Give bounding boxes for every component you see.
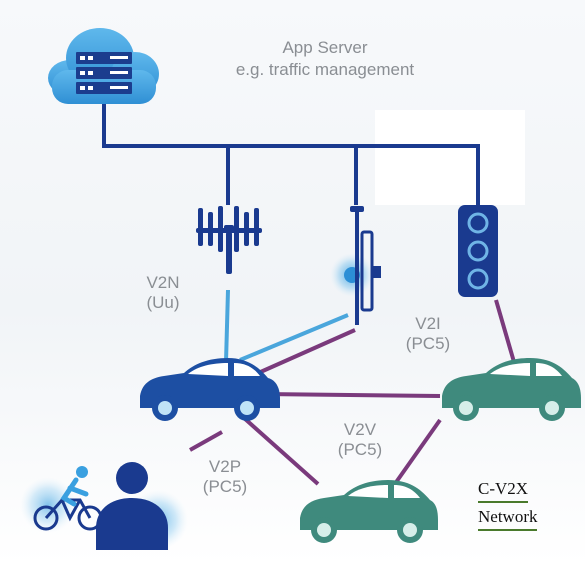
v2i-name: V2I	[415, 314, 441, 333]
v2p-interface: (PC5)	[202, 477, 248, 496]
cloud-server-icon	[48, 28, 159, 104]
roadside-unit-icon	[330, 206, 381, 325]
v2i-label: V2I (PC5)	[398, 314, 458, 354]
cell-tower-icon	[196, 206, 262, 274]
pedestrian-icon	[96, 462, 188, 550]
car-icon	[140, 358, 280, 421]
car-icon	[300, 480, 438, 543]
server-title: App Server	[282, 38, 368, 57]
network-caption: C-V2X Network	[474, 478, 574, 531]
v2v-name: V2V	[343, 420, 377, 439]
car-icon	[442, 358, 581, 421]
v2n-name: V2N	[146, 273, 180, 292]
v2n-interface: (Uu)	[146, 293, 180, 312]
uu-links	[224, 289, 349, 363]
blank-patch	[375, 110, 525, 205]
v2p-name: V2P	[208, 457, 242, 476]
v2v-interface: (PC5)	[337, 440, 383, 459]
network-line-2: Network	[478, 506, 538, 531]
network-line-1: C-V2X	[478, 478, 529, 503]
v2n-label: V2N (Uu)	[133, 273, 193, 313]
backbone-lines	[102, 104, 480, 205]
pc5-links	[189, 299, 516, 490]
v2p-label: V2P (PC5)	[190, 457, 260, 497]
cyclist-icon	[20, 466, 103, 533]
server-subtitle: e.g. traffic management	[235, 60, 415, 79]
traffic-light-icon	[458, 205, 498, 297]
v2i-interface: (PC5)	[405, 334, 451, 353]
v2v-label: V2V (PC5)	[325, 420, 395, 460]
